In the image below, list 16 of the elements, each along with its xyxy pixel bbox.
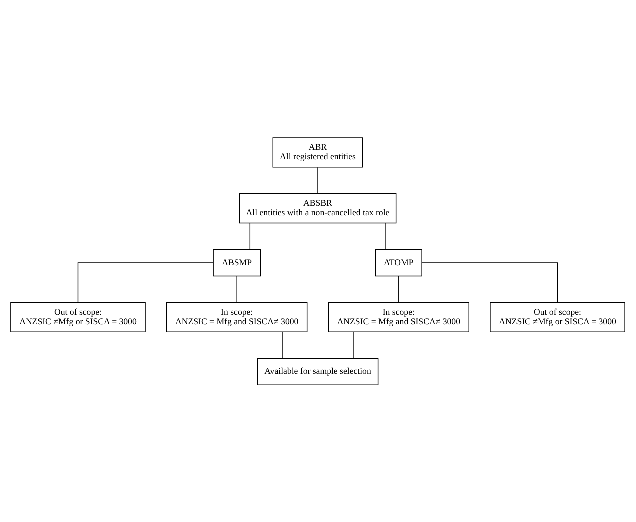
node-box: ABSMP	[213, 248, 261, 276]
node-box: In scope: ANZSIC = Mfg and SISCA≠ 3000	[328, 302, 470, 332]
connector	[250, 222, 251, 250]
connector	[353, 331, 354, 358]
node-box: ATOMP	[375, 248, 422, 276]
connector	[422, 262, 558, 302]
node-box: Available for sample selection	[257, 358, 379, 385]
node-box: Out of scope: ANZSIC ≠Mfg or SISCA = 3000	[10, 302, 146, 332]
node-box: ABSBR All entities with a non-cancelled tax role	[239, 192, 397, 224]
node-box: In scope: ANZSIC = Mfg and SISCA≠ 3000	[166, 302, 308, 332]
node-box: Out of scope: ANZSIC ≠Mfg or SISCA = 3000	[490, 302, 626, 332]
connector	[78, 262, 214, 302]
connector	[282, 331, 283, 358]
connector	[398, 276, 400, 302]
node-box: ABR All registered entities	[272, 137, 364, 168]
connector	[236, 276, 238, 302]
